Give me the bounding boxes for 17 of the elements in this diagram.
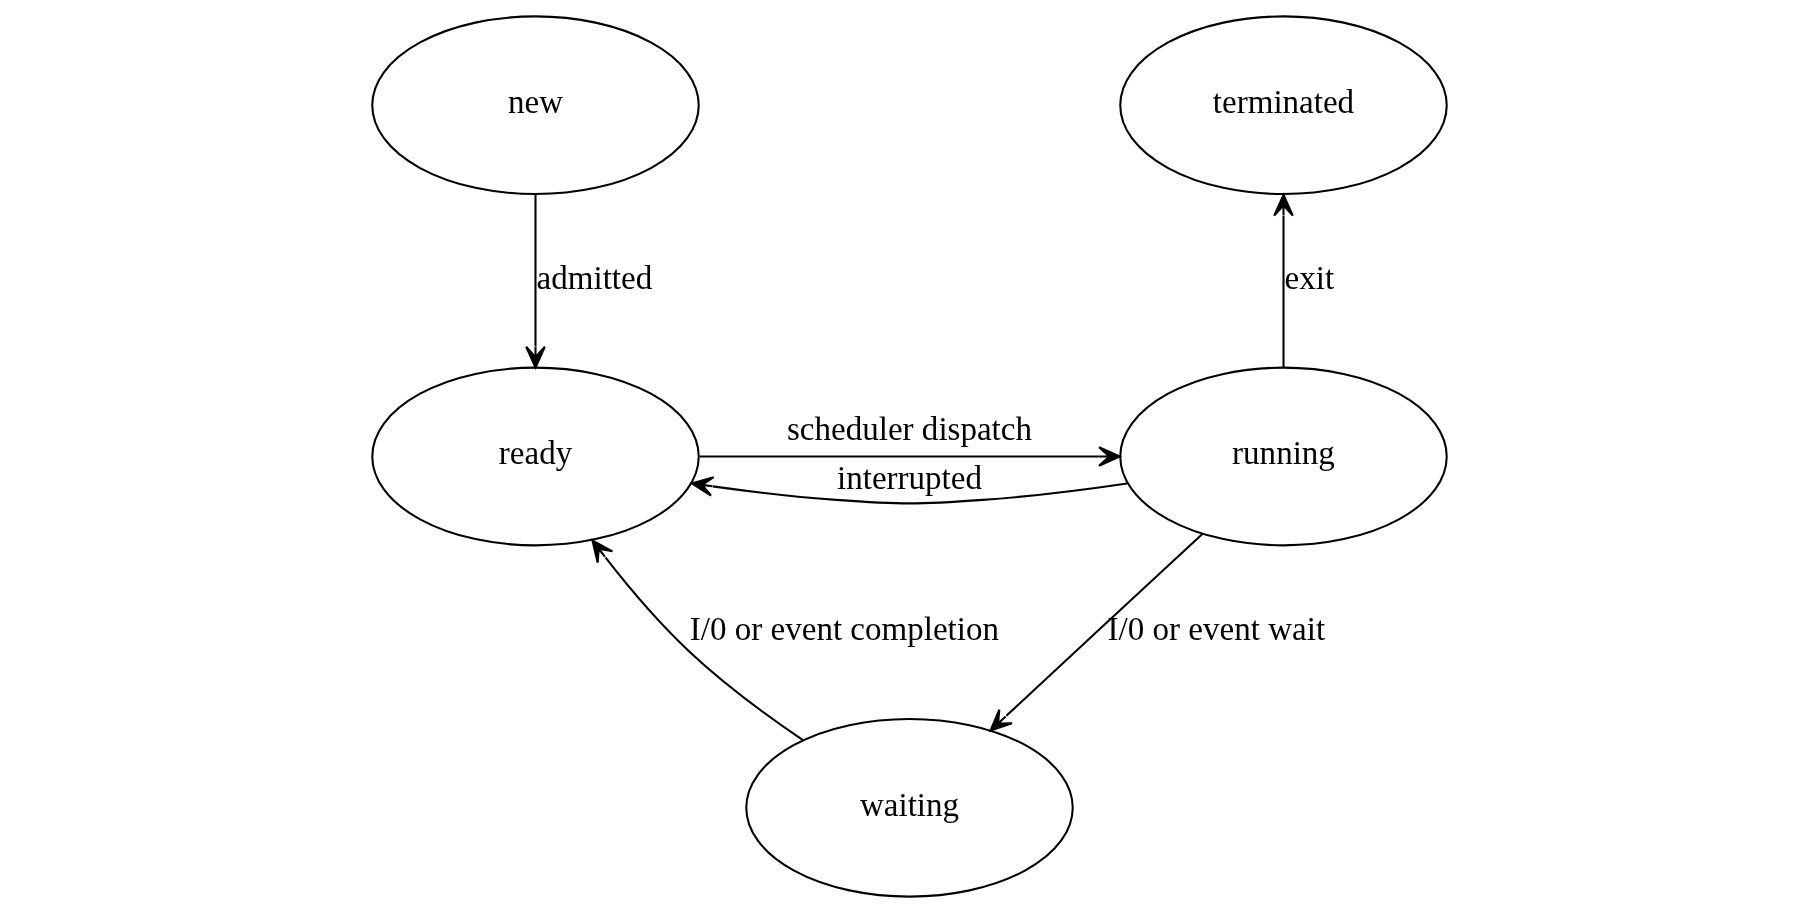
arrow	[988, 533, 1203, 732]
node-ellipse: running	[1118, 366, 1448, 547]
edge-label: interrupted	[836, 460, 982, 497]
edge-label: exit	[1284, 259, 1334, 296]
arrow	[690, 476, 1127, 505]
edge-label: admitted	[536, 259, 652, 296]
arrow	[590, 539, 804, 741]
edge-label: I/0 or event completion	[689, 610, 999, 647]
node-ellipse: waiting	[744, 717, 1074, 898]
arrow	[699, 446, 1121, 467]
arrow	[1272, 193, 1294, 368]
node-ellipse: terminated	[1118, 15, 1448, 196]
edge-label: scheduler dispatch	[786, 410, 1032, 447]
node-ellipse: ready	[370, 366, 700, 547]
node-ellipse: new	[370, 15, 700, 196]
edge-label: I/0 or event wait	[1107, 610, 1325, 647]
arrow	[524, 194, 546, 369]
